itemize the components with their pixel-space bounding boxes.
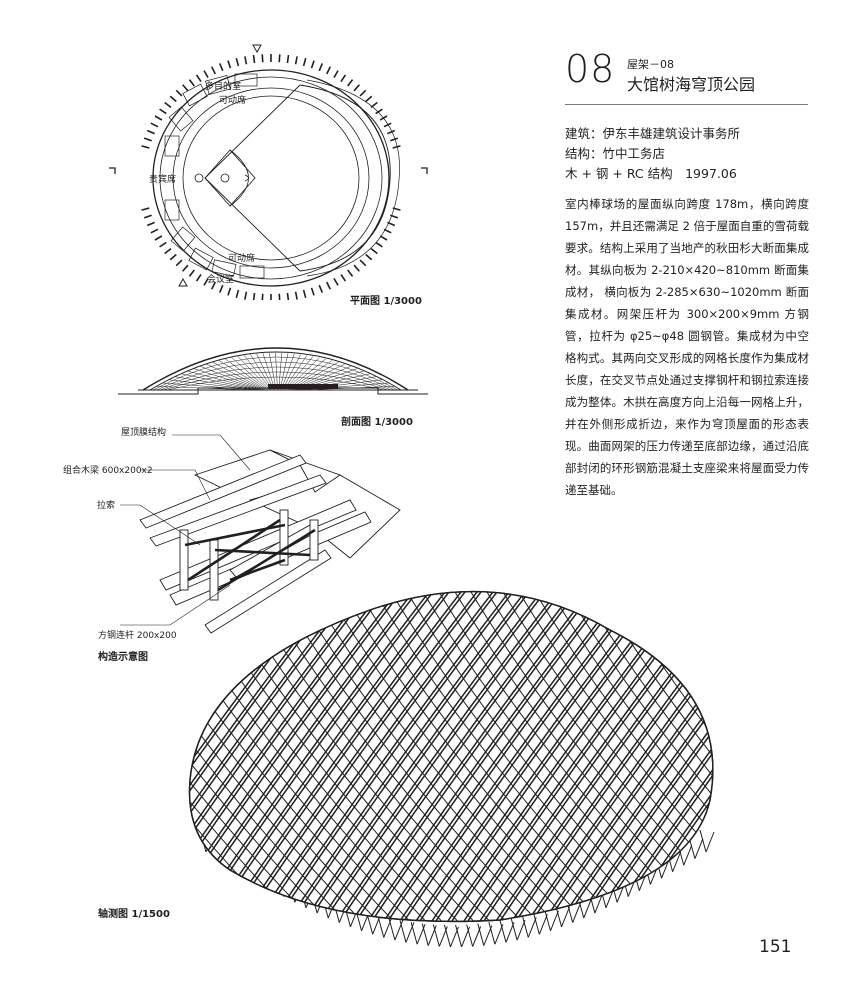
plan-label-guest: 贵宾席 (149, 175, 177, 185)
page-number: 151 (759, 937, 792, 957)
plan-right-edge (299, 84, 391, 272)
plan-pitcher-mound (220, 173, 230, 183)
north-arrow-top (252, 44, 262, 54)
section-caption: 剖面图 1/3000 (341, 417, 413, 428)
series-label: 屋架－08 (627, 58, 674, 71)
plan-label-room: 多目的室 (205, 82, 242, 92)
description-paragraph: 室内棒球场的屋面纵向跨度 178m，横向跨度 157m，并且还需满足 2 倍于屋… (565, 197, 809, 497)
leader-beam (140, 469, 211, 501)
detail-label-tube: 方钢连杆 200x200 (98, 631, 177, 641)
plan-infield-diamond (204, 149, 256, 207)
chapter-number: 08 (565, 47, 616, 91)
plan-label-movable-top: 可动席 (219, 96, 247, 106)
structure-line: 结构：竹中工务店 (565, 146, 666, 161)
timber-beam-upper (139, 454, 307, 529)
detail-label-membrane: 屋顶膜结构 (121, 428, 167, 438)
section-drawing (118, 347, 428, 395)
plan-drawing (109, 44, 428, 300)
plan-outer-ellipse (152, 69, 390, 287)
axon-caption: 轴测图 1/1500 (98, 909, 170, 920)
plan-caption: 平面图 1/3000 (350, 296, 422, 307)
plan-outfield-line-top (204, 84, 301, 179)
construction-detail-drawing (120, 434, 401, 634)
detail-label-cable: 拉索 (97, 501, 116, 511)
plan-outfield-line-bottom (204, 177, 301, 272)
plan-infield-arc (229, 149, 249, 207)
north-arrow-bottom (178, 277, 188, 287)
plan-label-meeting: 会议室 (207, 275, 235, 285)
timber-beam-middle (149, 474, 327, 547)
plan-tick-ring (141, 54, 401, 300)
plan-seating-ring (172, 87, 370, 269)
plan-field-ellipse (182, 95, 360, 261)
plan-home-plate (194, 173, 204, 183)
section-ribs (150, 352, 401, 391)
leader-membrane (172, 434, 251, 471)
section-marker-left (109, 167, 116, 174)
detail-label-beam: 组合木梁 600x200x2 (63, 466, 153, 476)
plan-label-movable-bottom: 可动席 (228, 254, 256, 264)
leader-cable (120, 504, 201, 546)
cable-bracing (184, 518, 316, 592)
architect-line: 建筑：伊东丰雄建筑设计事务所 (565, 126, 741, 141)
leader-tube (120, 584, 231, 626)
header-divider (565, 104, 808, 105)
system-line: 木 + 钢 + RC 结构 1997.06 (565, 166, 737, 181)
section-marker-right (421, 167, 428, 174)
plan-inner-ellipse (159, 76, 383, 280)
project-title: 大馆树海穹顶公园 (627, 75, 756, 94)
plan-seating-blocks (164, 73, 265, 279)
section-dome-inner (149, 351, 402, 391)
section-dome-outer (142, 347, 409, 391)
axonometric-dome-drawing (188, 590, 715, 948)
detail-caption: 构造示意图 (98, 652, 148, 663)
